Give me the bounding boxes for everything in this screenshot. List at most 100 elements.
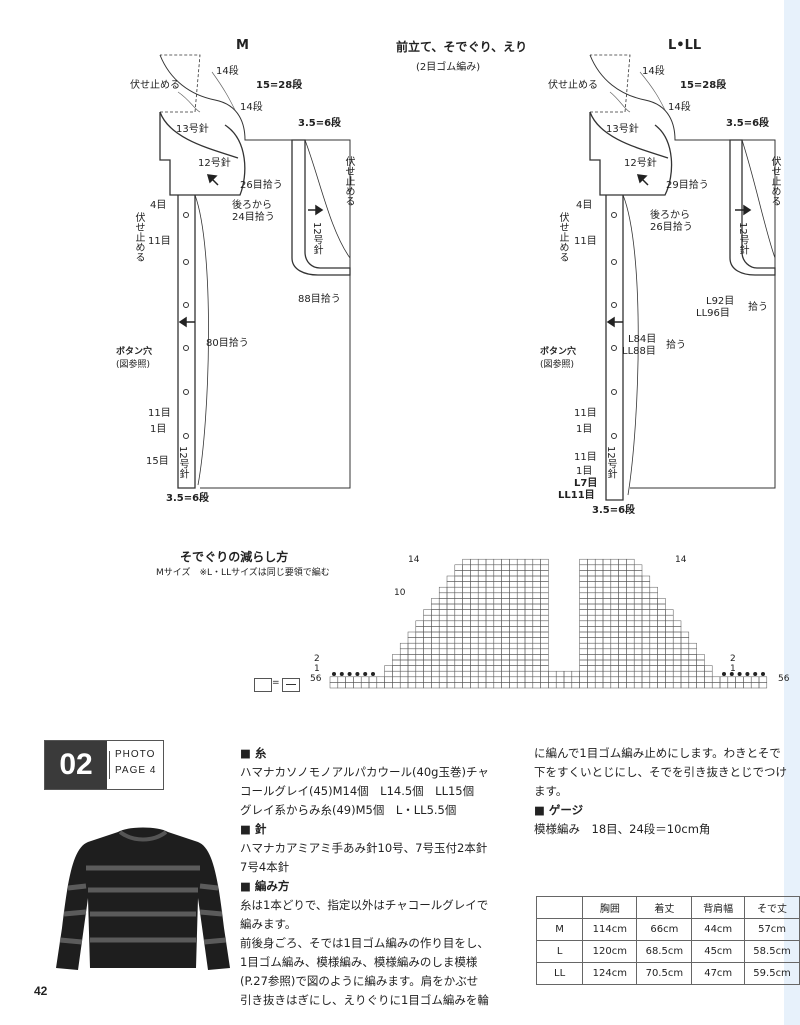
chart-cell xyxy=(571,682,580,689)
chart-cell xyxy=(462,570,471,577)
chart-cell xyxy=(633,592,643,599)
label-1moku-r: 1目 xyxy=(576,424,593,435)
chart-cell xyxy=(618,631,627,638)
chart-cell xyxy=(493,564,502,571)
chart-cell xyxy=(626,670,635,678)
chart-cell xyxy=(532,614,541,622)
chart-cell xyxy=(477,626,487,633)
chart-cell xyxy=(657,631,666,638)
chart-cell xyxy=(516,620,526,627)
chart-cell xyxy=(477,665,487,672)
chart-cell xyxy=(579,570,588,577)
chart-cell xyxy=(470,598,479,605)
yarn-line-2: コールグレイ(45)M14個 L14.5個 LL15個 xyxy=(240,784,475,798)
chart-cell xyxy=(540,609,549,616)
chart-cell xyxy=(532,631,541,638)
chart-cell xyxy=(540,642,549,650)
chart-cell xyxy=(485,626,495,633)
chart-cell xyxy=(688,654,697,661)
chart-cell xyxy=(524,598,534,605)
chart-cell xyxy=(509,598,518,605)
chart-cell xyxy=(493,670,502,678)
chart-cell xyxy=(672,665,682,672)
chart-cell xyxy=(516,581,526,588)
chart-cell xyxy=(501,570,510,577)
chart-cell xyxy=(540,654,549,661)
chart-cell xyxy=(415,654,424,661)
chart-cell xyxy=(446,575,456,582)
chart-cell xyxy=(594,670,604,678)
chart-cell xyxy=(594,586,604,594)
chart-cell xyxy=(602,642,612,650)
chart-cell xyxy=(516,592,526,599)
chart-cell xyxy=(602,637,612,644)
chart-cell xyxy=(524,570,534,577)
chart-cell xyxy=(633,654,643,661)
chart-cell xyxy=(672,682,682,689)
chart-cell xyxy=(579,620,588,627)
chart-cell xyxy=(462,654,471,661)
pattern-badge: 02 PHOTO PAGE 4 xyxy=(44,740,164,790)
chart-cell xyxy=(399,648,409,655)
chart-cell xyxy=(524,648,534,655)
chart-cell xyxy=(485,637,495,644)
chart-cell xyxy=(641,626,651,633)
chart-cell xyxy=(618,570,627,577)
label-3.5-r-bottom: 3.5=6段 xyxy=(592,505,636,516)
chart-cell xyxy=(610,614,619,622)
decrease-note: Mサイズ ※L・LLサイズは同じ要領で編む xyxy=(156,568,330,578)
chart-cell xyxy=(493,570,502,577)
label-hirou: 拾う xyxy=(748,302,768,313)
chart-cell xyxy=(594,648,604,655)
chart-cell xyxy=(454,654,463,661)
chart-cell xyxy=(657,676,666,683)
chart-cell xyxy=(587,598,596,605)
chart-cell xyxy=(594,592,604,599)
chart-cell xyxy=(438,642,448,650)
chart-cell xyxy=(493,648,502,655)
table-cell: 47cm xyxy=(691,962,746,985)
chart-cell xyxy=(579,682,588,689)
label-24moku: 24目拾う xyxy=(232,212,275,223)
chart-cell xyxy=(649,642,658,650)
table-cell: 68.5cm xyxy=(636,940,693,963)
chart-cell xyxy=(680,670,690,678)
chart-cell xyxy=(454,648,463,655)
chart-cell xyxy=(485,564,495,571)
chart-cell xyxy=(532,620,541,627)
legend-purl-cell xyxy=(282,678,300,692)
chart-cell xyxy=(485,575,495,582)
chart-cell xyxy=(641,592,651,599)
chart-cell xyxy=(454,642,463,650)
chart-cell xyxy=(665,609,674,616)
legend-empty-cell xyxy=(254,678,272,692)
chart-cell xyxy=(618,654,627,661)
chart-cell xyxy=(485,614,495,622)
label-26moku: 26目拾う xyxy=(240,180,283,191)
chart-cell xyxy=(750,682,760,689)
chart-cell xyxy=(618,659,627,666)
chart-cell xyxy=(657,598,666,605)
chart-cell xyxy=(407,654,417,661)
chart-cell xyxy=(579,581,588,588)
chart-cell xyxy=(392,665,401,672)
chart-cell xyxy=(641,648,651,655)
chart-cell xyxy=(618,626,627,633)
chart-cell xyxy=(353,682,362,689)
chart-cell xyxy=(501,614,510,622)
chart-cell xyxy=(462,626,471,633)
row-label-2: 2 xyxy=(314,654,320,664)
chart-cell xyxy=(618,592,627,599)
chart-cell xyxy=(540,637,549,644)
chart-cell xyxy=(579,603,588,610)
chart-cell xyxy=(594,558,604,566)
chart-cell xyxy=(454,609,463,616)
chart-cell xyxy=(462,586,471,594)
chart-cell xyxy=(462,642,471,650)
chart-cell xyxy=(415,682,424,689)
chart-cell xyxy=(704,665,713,672)
bindoff-dot xyxy=(332,672,336,676)
label-12needle-v: 12号針 xyxy=(311,222,322,255)
chart-cell xyxy=(587,659,596,666)
chart-cell xyxy=(431,665,440,672)
